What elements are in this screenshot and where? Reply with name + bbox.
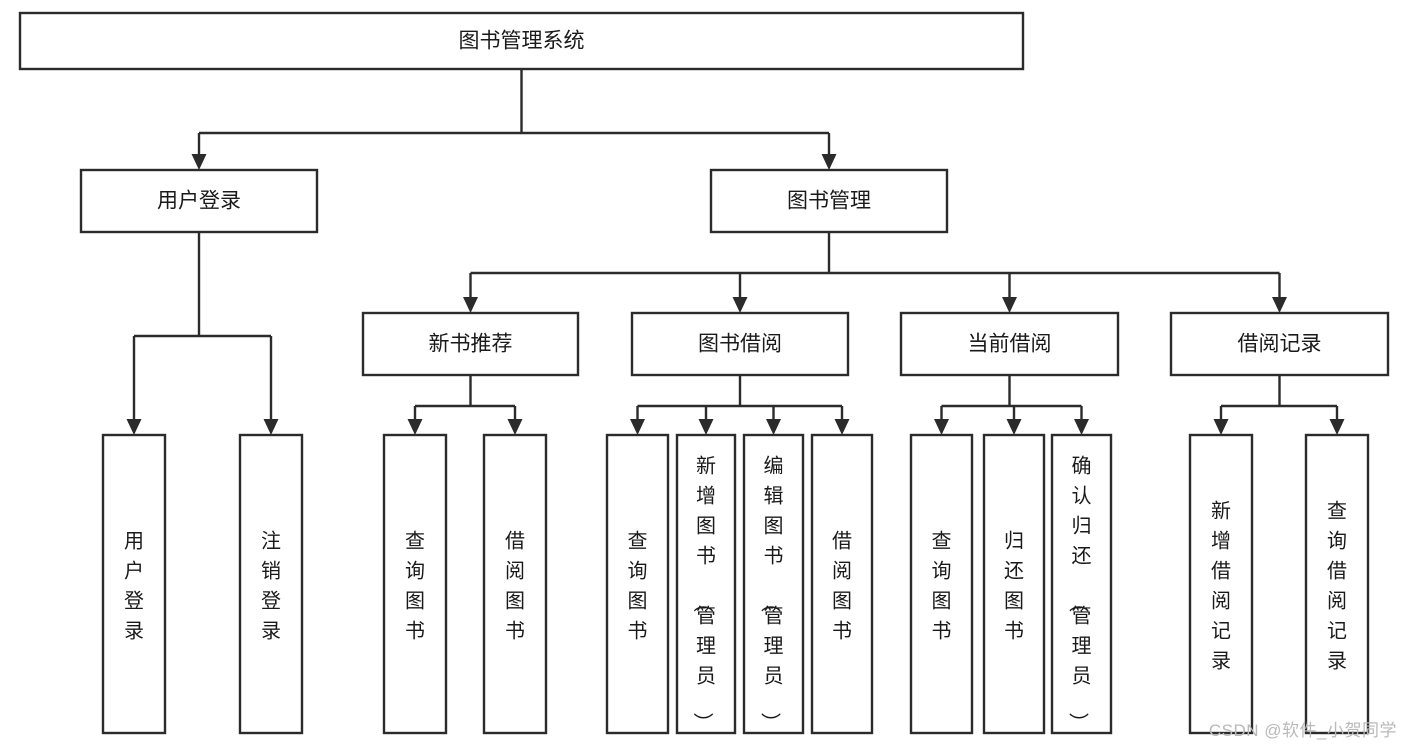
level3-node-1-box	[630, 311, 850, 377]
level2-node-0[interactable]: 用户登录	[79, 168, 319, 234]
management-to-level3-arrow-2	[1002, 297, 1017, 313]
node-layer: 图书管理系统用户登录图书管理新书推荐图书借阅当前借阅借阅记录用户登录注销登录查询…	[18, 11, 1390, 735]
leaf-node-4-label: 查询图书	[628, 529, 648, 642]
parent-2-to-leaves-arrow-3	[834, 419, 850, 435]
leaf-node-2-box	[382, 433, 448, 735]
level2-node-1-label: 图书管理	[787, 190, 871, 213]
parent-0-to-leaves-arrow-1	[263, 419, 279, 435]
leaf-node-12[interactable]: 查询借阅记录	[1304, 433, 1370, 735]
parent-4-to-leaves-arrow-1	[1329, 419, 1345, 435]
level3-node-3-label: 借阅记录	[1238, 333, 1322, 356]
management-to-level3-arrow-1	[732, 297, 748, 313]
root-to-level2-arrow-1	[821, 154, 837, 170]
leaf-node-8-box	[909, 433, 974, 735]
management-to-level3-arrow-0	[463, 297, 478, 313]
parent-1-to-leaves-arrow-0	[407, 419, 423, 435]
parent-3-to-leaves-arrow-2	[1074, 419, 1089, 435]
leaf-node-4-box	[605, 433, 670, 735]
level2-node-0-box	[79, 168, 319, 234]
leaf-node-7[interactable]: 借阅图书	[810, 433, 874, 735]
parent-3-to-leaves-arrow-0	[934, 419, 949, 435]
leaf-node-0-label: 用户登录	[124, 530, 144, 642]
leaf-node-3-box	[482, 433, 548, 735]
leaf-node-10[interactable]: 确认归还（管理员）	[1050, 433, 1113, 735]
leaf-node-8-label: 查询图书	[932, 529, 952, 642]
leaf-node-7-box	[810, 433, 874, 735]
level3-node-3-box	[1169, 311, 1390, 377]
root-node-system-label: 图书管理系统	[459, 30, 585, 53]
leaf-node-9[interactable]: 归还图书	[982, 433, 1046, 735]
leaf-node-5-label: 新增图书（管理员）	[691, 454, 716, 732]
parent-4-to-leaves-arrow-0	[1213, 419, 1229, 435]
level3-node-0-box	[361, 311, 580, 377]
leaf-node-5[interactable]: 新增图书（管理员）	[675, 433, 737, 735]
leaf-node-12-box	[1304, 433, 1370, 735]
leaf-node-1-box	[238, 433, 304, 735]
level2-node-1[interactable]: 图书管理	[709, 168, 949, 234]
leaf-node-1[interactable]: 注销登录	[238, 433, 304, 735]
leaf-node-6-label: 编辑图书（管理员）	[759, 454, 784, 732]
leaf-node-5-box	[675, 433, 737, 735]
level2-node-1-box	[709, 168, 949, 234]
parent-2-to-leaves-arrow-0	[630, 419, 645, 435]
leaf-node-6[interactable]: 编辑图书（管理员）	[742, 433, 805, 735]
level3-node-1-label: 图书借阅	[698, 333, 782, 356]
leaf-node-11-label: 新增借阅记录	[1211, 499, 1231, 672]
leaf-node-11-box	[1188, 433, 1254, 735]
root-node-system[interactable]: 图书管理系统	[18, 11, 1025, 71]
level2-node-0-label: 用户登录	[157, 190, 241, 213]
level3-node-3[interactable]: 借阅记录	[1169, 311, 1390, 377]
parent-2-to-leaves-arrow-2	[766, 419, 781, 435]
leaf-node-6-box	[742, 433, 805, 735]
leaf-node-10-box	[1050, 433, 1113, 735]
level3-node-2-box	[899, 311, 1120, 377]
level3-node-2[interactable]: 当前借阅	[899, 311, 1120, 377]
leaf-node-12-label: 查询借阅记录	[1327, 499, 1347, 672]
leaf-node-3-label: 借阅图书	[505, 529, 525, 642]
parent-3-to-leaves-arrow-1	[1006, 419, 1022, 435]
leaf-node-2[interactable]: 查询图书	[382, 433, 448, 735]
leaf-node-9-box	[982, 433, 1046, 735]
leaf-node-0-box	[101, 433, 167, 735]
leaf-node-9-label: 归还图书	[1004, 529, 1024, 642]
leaf-node-10-label: 确认归还（管理员）	[1067, 454, 1092, 732]
level3-node-0-label: 新书推荐	[429, 333, 513, 356]
leaf-node-3[interactable]: 借阅图书	[482, 433, 548, 735]
leaf-node-4[interactable]: 查询图书	[605, 433, 670, 735]
leaf-node-11[interactable]: 新增借阅记录	[1188, 433, 1254, 735]
level3-node-1[interactable]: 图书借阅	[630, 311, 850, 377]
parent-1-to-leaves-arrow-1	[507, 419, 523, 435]
root-node-system-box	[18, 11, 1025, 71]
connector-layer	[126, 69, 1345, 435]
level3-node-2-label: 当前借阅	[968, 333, 1052, 356]
root-to-level2-arrow-0	[191, 154, 207, 170]
parent-0-to-leaves-arrow-0	[126, 419, 142, 435]
leaf-node-1-label: 注销登录	[261, 529, 281, 642]
parent-2-to-leaves-arrow-1	[698, 419, 714, 435]
leaf-node-7-label: 借阅图书	[832, 529, 852, 642]
level3-node-0[interactable]: 新书推荐	[361, 311, 580, 377]
leaf-node-2-label: 查询图书	[405, 529, 425, 642]
leaf-node-8[interactable]: 查询图书	[909, 433, 974, 735]
management-to-level3-arrow-3	[1272, 297, 1287, 313]
leaf-node-0[interactable]: 用户登录	[101, 433, 167, 735]
